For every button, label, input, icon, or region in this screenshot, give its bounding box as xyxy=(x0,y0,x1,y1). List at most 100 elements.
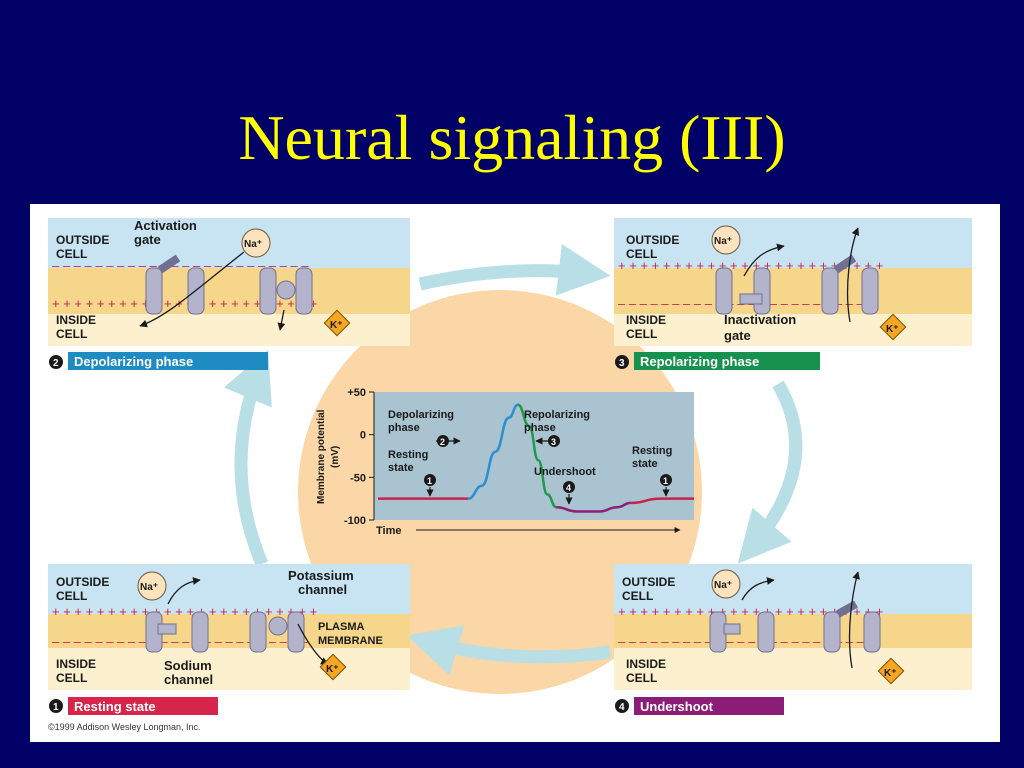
svg-text:channel: channel xyxy=(164,672,213,687)
caption-undershoot: Undershoot xyxy=(640,699,714,714)
inside-cell-label: INSIDE xyxy=(56,657,96,671)
svg-text:CELL: CELL xyxy=(626,247,657,261)
k-ion: K⁺ xyxy=(330,320,343,331)
k-ion: K⁺ xyxy=(326,664,339,675)
trace-depolarizing xyxy=(468,403,519,500)
svg-text:– – – – – – – – – – – – – – –: – – – – – – – – – – – – – – – – – – – – … xyxy=(52,634,309,649)
x-axis-label: Time xyxy=(376,525,401,537)
y-ticks: +50 0 -50 -100 xyxy=(344,387,374,527)
svg-text:3: 3 xyxy=(551,437,556,447)
y-tick-label: -50 xyxy=(350,472,366,484)
outside-cell-label: OUTSIDE xyxy=(56,575,109,589)
y-tick-label: +50 xyxy=(347,387,366,399)
action-potential-figure: OUTSIDE CELL INSIDE CELL – – – – – – – –… xyxy=(48,218,972,732)
caption-resting: Resting state xyxy=(74,699,156,714)
copyright: ©1999 Addison Wesley Longman, Inc. xyxy=(48,722,201,732)
trace-repolarizing xyxy=(517,403,557,509)
sodium-channel-closed xyxy=(709,611,775,653)
k-ion: K⁺ xyxy=(886,324,899,335)
svg-text:2: 2 xyxy=(440,437,445,447)
step-number: 2 xyxy=(53,358,59,369)
panel-depolarizing: OUTSIDE CELL INSIDE CELL – – – – – – – –… xyxy=(48,218,410,370)
na-ion: Na⁺ xyxy=(714,236,732,247)
sodium-channel-inactivated xyxy=(715,267,771,315)
panel-repolarizing: OUTSIDE CELL INSIDE CELL + + + + + + + +… xyxy=(614,218,972,370)
svg-text:– – – – – – – – – – – – – – –: – – – – – – – – – – – – – – – – – – – – … xyxy=(618,634,875,649)
step-number: 1 xyxy=(53,702,59,713)
svg-text:+ + + + + + + + + + + + + + +: + + + + + + + + + + + + + + + + + + + + … xyxy=(618,604,883,619)
y-tick-label: -100 xyxy=(344,515,366,527)
potassium-channel-open xyxy=(823,600,881,653)
potassium-channel-closed xyxy=(259,267,313,315)
slide-title: Neural signaling (III) xyxy=(238,102,786,173)
inactivation-gate-label: Inactivation xyxy=(724,312,796,327)
na-ion: Na⁺ xyxy=(244,239,262,250)
panel-undershoot: OUTSIDE CELL INSIDE CELL + + + + + + + +… xyxy=(614,564,972,715)
svg-text:4: 4 xyxy=(566,483,571,493)
svg-text:CELL: CELL xyxy=(56,589,87,603)
outside-cell-label: OUTSIDE xyxy=(56,233,109,247)
graph-marker-1-left: 1 xyxy=(424,474,436,497)
sodium-channel-label: Sodium xyxy=(164,658,212,673)
svg-text:state: state xyxy=(388,462,414,474)
cycle-arrow-right xyxy=(737,380,803,564)
outside-cell-label: OUTSIDE xyxy=(622,575,675,589)
svg-text:CELL: CELL xyxy=(56,247,87,261)
membrane-potential-traces xyxy=(378,403,694,513)
graph-marker-1-right: 1 xyxy=(660,474,672,497)
graph-marker-2: 2 xyxy=(436,435,461,447)
cycle-arrows xyxy=(223,243,803,676)
na-ion: Na⁺ xyxy=(714,580,732,591)
svg-text:(mV): (mV) xyxy=(330,446,341,468)
activation-gate-label: Activation xyxy=(134,218,197,233)
svg-text:1: 1 xyxy=(427,476,432,486)
sodium-channel-closed xyxy=(145,611,209,653)
outside-cell-label: OUTSIDE xyxy=(626,233,679,247)
trace-undershoot xyxy=(556,501,631,513)
annotation-resting-right: Resting xyxy=(632,445,672,457)
svg-text:CELL: CELL xyxy=(56,327,87,341)
k-ion: K⁺ xyxy=(884,668,897,679)
svg-text:phase: phase xyxy=(524,422,556,434)
na-influx-arrow xyxy=(139,251,245,328)
charge-minus-row: – – – – – – – – – – – – – – – – – – – – … xyxy=(52,258,309,273)
cycle-arrow-left xyxy=(223,349,272,567)
inside-cell-label: INSIDE xyxy=(626,313,666,327)
cycle-arrow-top xyxy=(418,243,611,296)
panel-resting: OUTSIDE CELL INSIDE CELL + + + + + + + +… xyxy=(48,564,410,732)
caption-depolarizing: Depolarizing phase xyxy=(74,354,193,369)
svg-text:gate: gate xyxy=(134,232,161,247)
potassium-channel-label: Potassium xyxy=(288,568,354,583)
trace-resting-return xyxy=(630,497,694,505)
y-tick-label: 0 xyxy=(360,430,366,442)
caption-repolarizing: Repolarizing phase xyxy=(640,354,759,369)
svg-text:CELL: CELL xyxy=(622,589,653,603)
inside-cell-label: INSIDE xyxy=(56,313,96,327)
svg-text:MEMBRANE: MEMBRANE xyxy=(318,635,383,647)
graph-marker-4: 4 xyxy=(563,481,575,505)
svg-text:state: state xyxy=(632,458,658,470)
charge-plus-row: + + + + + + + + + + + + + + + + + + + + … xyxy=(52,296,317,311)
svg-text:phase: phase xyxy=(388,422,420,434)
annotation-resting-left: Resting xyxy=(388,449,428,461)
svg-text:channel: channel xyxy=(298,582,347,597)
graph-marker-3: 3 xyxy=(535,435,560,447)
svg-text:gate: gate xyxy=(724,328,751,343)
svg-text:CELL: CELL xyxy=(56,671,87,685)
cycle-arrow-bottom xyxy=(407,625,611,676)
svg-text:1: 1 xyxy=(663,476,668,486)
potassium-channel-open xyxy=(821,254,879,315)
figure-panel: OUTSIDE CELL INSIDE CELL – – – – – – – –… xyxy=(30,204,1000,742)
annotation-undershoot: Undershoot xyxy=(534,466,596,478)
na-ion: Na⁺ xyxy=(140,582,158,593)
plasma-membrane-label: PLASMA xyxy=(318,621,365,633)
annotation-repolarizing: Repolarizing xyxy=(524,409,590,421)
inside-cell-label: INSIDE xyxy=(626,657,666,671)
y-axis-label: Membrane potential xyxy=(316,409,327,504)
action-potential-graph: Membrane potential (mV) +50 0 -50 -100 Time… xyxy=(316,387,694,537)
step-number: 3 xyxy=(619,358,625,369)
annotation-depolarizing: Depolarizing xyxy=(388,409,454,421)
svg-text:CELL: CELL xyxy=(626,671,657,685)
k-efflux-arrow xyxy=(846,227,860,323)
step-number: 4 xyxy=(619,702,625,713)
